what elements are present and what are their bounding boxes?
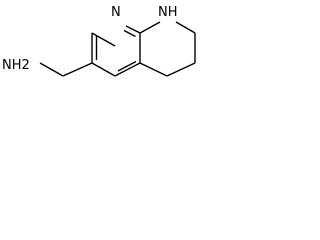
bond-c4-c4a bbox=[114, 62, 141, 77]
atom-n-ring: N bbox=[111, 5, 121, 20]
bond-c8a-nh bbox=[139, 21, 161, 34]
molecule-structure-diagram: N NH NH2 bbox=[2, 5, 196, 77]
bond-c6-c5 bbox=[166, 62, 196, 77]
atom-nh2: NH2 bbox=[2, 58, 30, 73]
bond-n-c2 bbox=[91, 32, 116, 47]
bond-c8a-n bbox=[125, 25, 141, 34]
bond-c3-ch2 bbox=[62, 62, 93, 77]
atom-nh-ring: NH bbox=[158, 5, 178, 20]
bond-nh-c7 bbox=[175, 21, 196, 34]
bond-ch2-nh2 bbox=[39, 62, 64, 77]
n-ring-label: N bbox=[111, 5, 121, 20]
aminomethyl-group bbox=[39, 62, 93, 77]
bond-c3-c4 bbox=[91, 62, 116, 77]
bond-c8a-n-inner bbox=[123, 29, 136, 38]
bond-c4-c4a-inner bbox=[117, 60, 137, 72]
saturated-ring bbox=[139, 21, 196, 77]
bond-c5-c4a bbox=[139, 62, 168, 77]
pyridine-ring bbox=[91, 25, 141, 77]
nh-ring-label: NH bbox=[158, 5, 178, 20]
nh2-label: NH2 bbox=[2, 58, 30, 73]
